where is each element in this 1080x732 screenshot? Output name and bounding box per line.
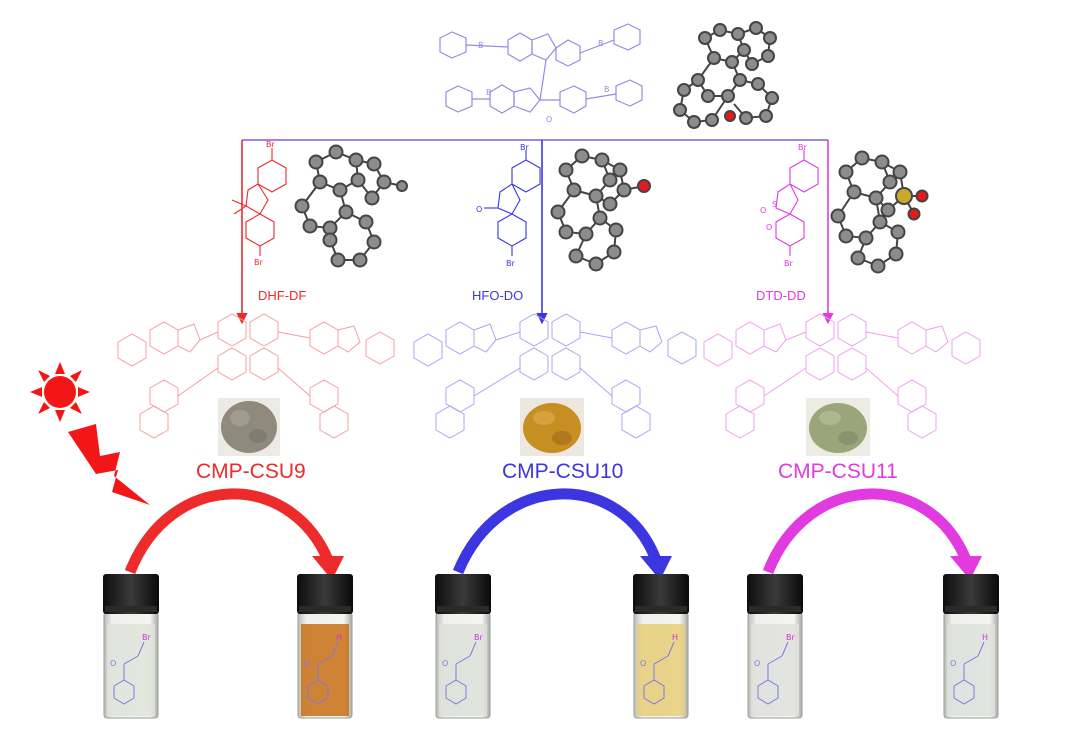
spiro-boronate-monomer xyxy=(439,23,643,114)
dhf-df-structure xyxy=(231,148,287,256)
hfo-do-structure xyxy=(484,150,541,256)
atom-label-b: B xyxy=(478,41,484,50)
vial-before-csu9: O Br xyxy=(103,574,159,719)
spiro-ball-stick-model xyxy=(673,21,779,129)
oxygen-label: O xyxy=(950,659,956,668)
lightning-bolt-icon xyxy=(68,424,150,505)
atom-label-b: B xyxy=(604,85,610,94)
arrowhead xyxy=(950,556,982,580)
bromine-label: Br xyxy=(506,259,515,268)
arrowhead xyxy=(640,556,672,580)
acetophenone-structure xyxy=(757,641,789,705)
monomer-label-hfo-do: HFO-DO xyxy=(472,288,523,303)
curved-arrow-csu10 xyxy=(452,488,662,575)
vial-substituent-label: Br xyxy=(474,633,483,642)
vial-after-csu11: OH xyxy=(943,574,999,719)
oxygen-label: O xyxy=(442,659,448,668)
dtd-ball-stick-model xyxy=(830,150,929,274)
acetophenone-structure xyxy=(307,641,339,705)
atom-label-b: B xyxy=(486,88,492,97)
polymer-label-csu11: CMP-CSU11 xyxy=(778,460,898,483)
vial-before-csu11: O Br xyxy=(747,574,803,719)
monomer-label-dhf-df: DHF-DF xyxy=(258,288,306,303)
oxygen-label: O xyxy=(110,659,116,668)
sun-icon xyxy=(30,362,90,422)
cmp-csu11-structure xyxy=(703,313,981,439)
reaction-arrows xyxy=(236,139,834,325)
vial-after-csu10: OH xyxy=(633,574,689,719)
oxygen-label: O xyxy=(304,659,310,668)
atom-label-b: B xyxy=(598,39,604,48)
vial-substituent-label: H xyxy=(982,633,988,642)
cmp-csu9-structure xyxy=(117,313,395,439)
oxygen-label: O xyxy=(766,223,772,232)
cmp-csu10-powder-photo xyxy=(520,398,584,456)
acetophenone-structure xyxy=(643,641,675,705)
oxygen-label: O xyxy=(476,205,482,214)
monomer-label-dtd-dd: DTD-DD xyxy=(756,288,806,303)
sulfur-label: S xyxy=(772,200,777,209)
vial-before-csu10: O Br xyxy=(435,574,491,719)
hfo-ball-stick-model xyxy=(550,148,651,272)
polymer-label-csu10: CMP-CSU10 xyxy=(502,460,623,483)
bromine-label: Br xyxy=(784,259,793,268)
atom-label-o: O xyxy=(546,115,552,124)
vial-substituent-label: Br xyxy=(142,633,151,642)
bromine-label: Br xyxy=(254,258,263,267)
vial-after-csu9: OH xyxy=(297,574,353,719)
curved-arrow-csu9 xyxy=(124,488,334,575)
oxygen-label: O xyxy=(754,659,760,668)
vial-substituent-label: H xyxy=(672,633,678,642)
polymer-label-csu9: CMP-CSU9 xyxy=(196,460,306,483)
acetophenone-structure xyxy=(953,641,985,705)
vial-substituent-label: H xyxy=(336,633,342,642)
acetophenone-structure xyxy=(113,641,145,705)
dtd-dd-structure xyxy=(775,150,819,256)
vial-substituent-label: Br xyxy=(786,633,795,642)
cmp-csu9-powder-photo xyxy=(218,398,280,456)
acetophenone-structure xyxy=(445,641,477,705)
cmp-csu11-powder-photo xyxy=(806,398,870,456)
bromine-label: Br xyxy=(798,143,807,152)
bromine-label: Br xyxy=(266,140,275,149)
curved-arrow-csu11 xyxy=(762,488,972,575)
cmp-csu10-structure xyxy=(413,313,697,439)
arrowhead xyxy=(312,556,344,580)
oxygen-label: O xyxy=(640,659,646,668)
oxygen-label: O xyxy=(760,206,766,215)
dhf-ball-stick-model xyxy=(294,144,408,268)
bromine-label: Br xyxy=(520,143,529,152)
